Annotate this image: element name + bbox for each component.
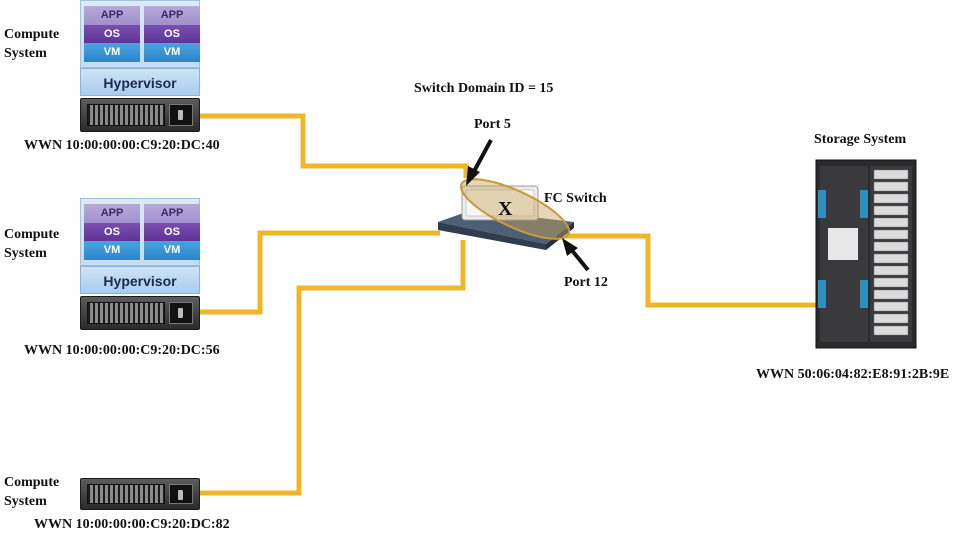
app-layer: APP xyxy=(144,204,200,223)
wwn-top: WWN 10:00:00:00:C9:20:DC:40 xyxy=(24,138,220,153)
vm-layer: VM xyxy=(84,241,140,260)
vm-layer: VM xyxy=(84,43,140,62)
os-layer: OS xyxy=(84,222,140,242)
app-layer: APP xyxy=(144,6,200,25)
fc-switch-device xyxy=(438,185,574,250)
os-layer: OS xyxy=(84,24,140,44)
compute-label-bottom: Compute System xyxy=(4,475,60,509)
compute-system-bottom xyxy=(80,478,200,510)
server-drive-bay xyxy=(169,302,193,324)
cable-bottom-to-switch xyxy=(200,240,466,496)
zone-ellipse xyxy=(459,178,571,240)
storage-rack xyxy=(815,159,917,349)
vm-layer: VM xyxy=(144,241,200,260)
server-chassis xyxy=(80,98,200,132)
server-grille xyxy=(87,302,165,324)
vm-stack-1: APP OS VM xyxy=(84,6,140,62)
server-grille xyxy=(87,484,165,504)
wwn-bottom: WWN 10:00:00:00:C9:20:DC:82 xyxy=(34,517,230,532)
server-drive-bay xyxy=(169,484,193,504)
server-grille xyxy=(87,104,165,126)
server-drive-bay xyxy=(169,104,193,126)
os-layer: OS xyxy=(144,222,200,242)
wwn-mid: WWN 10:00:00:00:C9:20:DC:56 xyxy=(24,343,220,358)
compute-label-mid: Compute System xyxy=(4,227,60,261)
hypervisor-layer: Hypervisor xyxy=(80,266,200,294)
server-chassis xyxy=(80,296,200,330)
port5-arrow xyxy=(466,139,493,186)
vm-layer: VM xyxy=(144,43,200,62)
wwn-storage: WWN 50:06:04:82:E8:91:2B:9E xyxy=(756,367,950,382)
port12-arrow xyxy=(562,238,590,272)
cable-top-to-switch xyxy=(200,113,469,178)
port12-label: Port 12 xyxy=(564,275,608,290)
cable-switch-to-storage xyxy=(566,233,818,308)
storage-system-label: Storage System xyxy=(814,132,907,147)
app-layer: APP xyxy=(84,6,140,25)
vm-stack-1: APP OS VM xyxy=(84,204,140,260)
vm-stack-2: APP OS VM xyxy=(144,204,200,260)
hypervisor-layer: Hypervisor xyxy=(80,68,200,96)
port5-label: Port 5 xyxy=(474,117,511,132)
app-layer: APP xyxy=(84,204,140,223)
fc-switch-label: FC Switch xyxy=(544,191,607,206)
cable-mid-to-switch xyxy=(200,230,440,315)
vm-stack-2: APP OS VM xyxy=(144,6,200,62)
os-layer: OS xyxy=(144,24,200,44)
switch-domain-label: Switch Domain ID = 15 xyxy=(414,81,554,96)
zone-x-mark: X xyxy=(498,198,513,220)
compute-label-top: Compute System xyxy=(4,27,60,61)
